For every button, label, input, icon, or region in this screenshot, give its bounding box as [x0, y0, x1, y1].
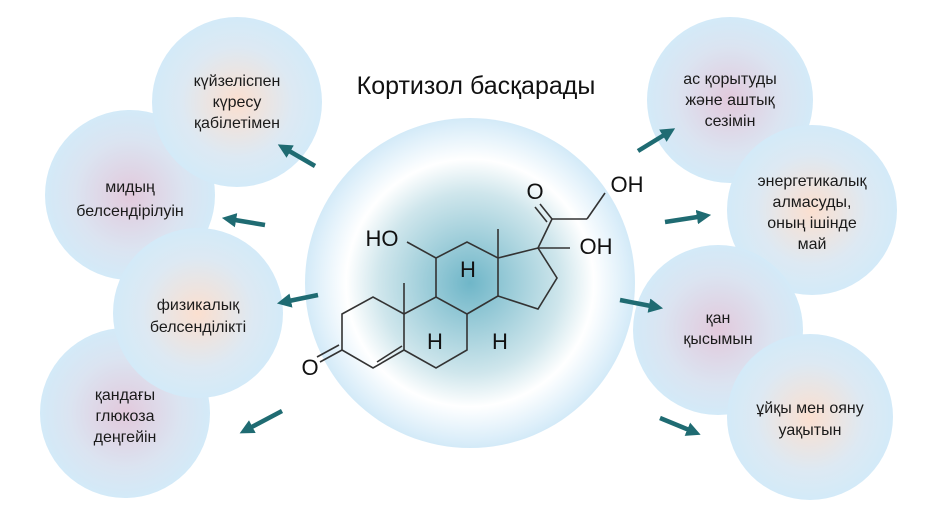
h-label: H	[460, 257, 476, 282]
arrow-icon	[659, 415, 701, 436]
ho-label: HO	[366, 226, 399, 251]
arrow-icon	[276, 292, 319, 308]
arrow-icon	[221, 213, 266, 228]
arrow-icon	[277, 144, 317, 168]
title: Кортизол басқарады	[357, 72, 596, 100]
o-label: O	[301, 355, 318, 380]
center-bubble	[305, 118, 635, 448]
arrow-icon	[664, 209, 712, 225]
oh-label: OH	[611, 172, 644, 197]
h-label: H	[492, 329, 508, 354]
arrow-icon	[636, 128, 676, 153]
arrow-icon	[239, 409, 284, 434]
o-label: O	[526, 179, 543, 204]
arrows	[221, 128, 712, 436]
oh-label: OH	[580, 234, 613, 259]
arrow-icon	[619, 297, 664, 313]
cortisol-molecule: HO OH O OH O H H H	[301, 172, 643, 380]
h-label: H	[427, 329, 443, 354]
